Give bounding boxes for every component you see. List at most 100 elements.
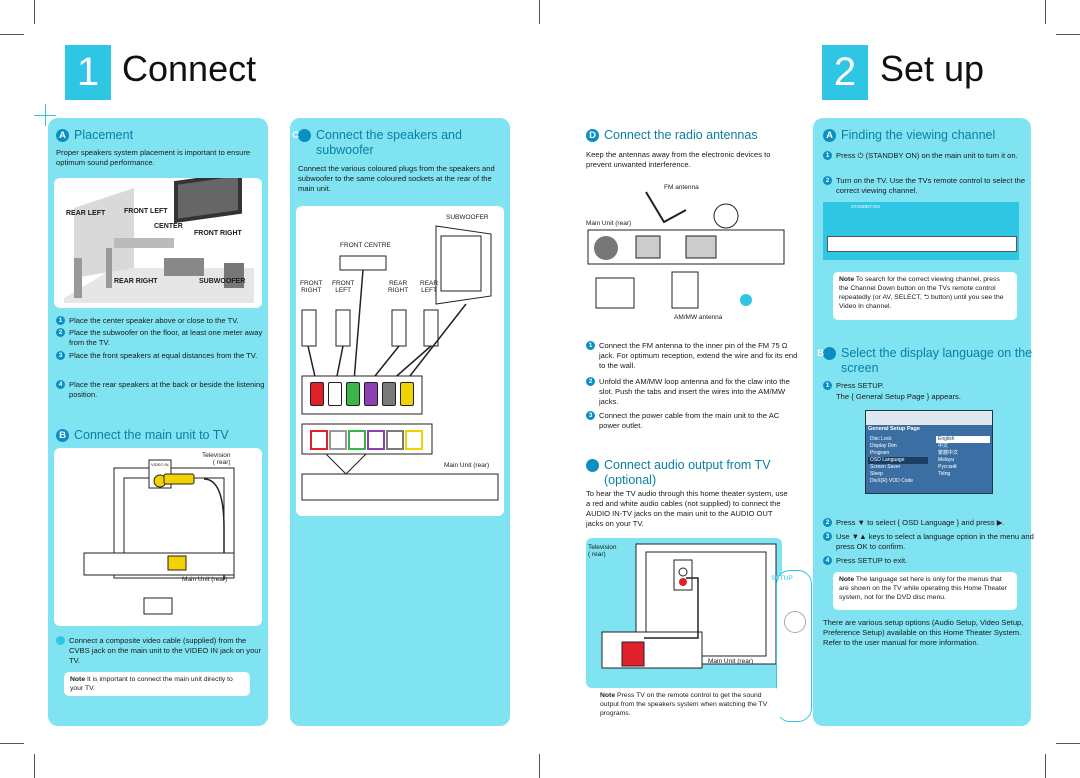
speaker-plug — [310, 382, 324, 406]
section-number-box: 1 — [65, 45, 111, 100]
placement-intro: Proper speakers system placement is impo… — [56, 148, 251, 167]
remote-control-illustration: SETUP — [771, 570, 812, 722]
main-unit-label: Main Unit (rear) — [444, 462, 490, 469]
speaker-plug — [364, 382, 378, 406]
speaker-socket — [386, 430, 404, 450]
menu-item[interactable]: Sleep — [870, 471, 883, 477]
tv-label: Television ( rear) — [202, 452, 231, 466]
tv-connection-diagram: Television ( rear) VIDEO IN Main Unit (r… — [54, 448, 262, 626]
menu-item[interactable]: Program — [870, 450, 890, 456]
tv-label: Television ( rear) — [588, 544, 617, 558]
menu-item[interactable]: DivX(R) VOD Code — [870, 478, 914, 484]
section-badge: A — [56, 129, 69, 143]
main-unit-label: Main Unit (rear) — [708, 658, 754, 665]
menu-item[interactable]: Screen Saver — [870, 464, 901, 470]
room-illustration: REAR LEFT FRONT LEFT CENTER FRONT RIGHT … — [54, 171, 262, 308]
note-box: Note To search for the correct viewing c… — [833, 272, 1017, 320]
placement-title: Placement — [74, 128, 134, 142]
note-box: Note The language set here is only for t… — [833, 572, 1017, 610]
speaker-plug — [382, 382, 396, 406]
room-label: FRONT LEFT — [124, 208, 168, 215]
speaker-socket — [405, 430, 423, 450]
speaker-socket — [329, 430, 347, 450]
speaker-label: FRONT LEFT — [332, 280, 355, 294]
menu-item[interactable]: OSD Language — [868, 457, 928, 464]
menu-title: General Setup Page — [868, 426, 920, 432]
section-number-box: 2 — [822, 45, 868, 100]
speakers-intro: Connect the various coloured plugs from … — [298, 164, 495, 193]
subwoofer-label: SUBWOOFER — [446, 214, 489, 221]
speakers-diagram: SUBWOOFER FRONT CENTRE FRONT RIGHT FRONT… — [296, 206, 504, 516]
section-badge: B — [817, 347, 836, 361]
speaker-label: FRONT RIGHT — [300, 280, 323, 294]
speaker-label: REAR LEFT — [420, 280, 439, 294]
menu-option[interactable]: Tiếng — [938, 471, 951, 477]
plug-row — [310, 382, 420, 406]
note-box: Note It is important to connect the main… — [64, 672, 250, 696]
room-label: REAR LEFT — [66, 210, 106, 217]
room-drawing — [64, 171, 254, 303]
speakers-drawing — [301, 225, 499, 501]
setup-footer: There are various setup options (Audio S… — [823, 618, 1024, 647]
menu-option[interactable]: Русский — [938, 464, 957, 470]
speaker-socket — [310, 430, 328, 450]
unit-front-panel — [827, 236, 1017, 252]
speaker-plug — [400, 382, 414, 406]
speaker-socket — [367, 430, 385, 450]
menu-option[interactable]: Melayu — [938, 457, 955, 463]
speaker-label: REAR RIGHT — [388, 280, 409, 294]
room-label: FRONT RIGHT — [194, 230, 242, 237]
language-step-sub: The { General Setup Page } appears. — [836, 392, 961, 401]
section-heading: A Placement — [56, 128, 133, 143]
menu-option[interactable]: English — [936, 436, 990, 443]
note-box: Note Press TV on the remote control to g… — [594, 688, 780, 724]
room-label: SUBWOOFER — [199, 278, 246, 285]
main-unit-label: Main Unit (rear) — [586, 220, 632, 227]
audio-intro: To hear the TV audio through this home t… — [586, 489, 788, 528]
nav-pad-icon — [784, 611, 806, 633]
menu-item[interactable]: Disc Lock — [870, 436, 892, 442]
menu-option[interactable]: 中文 — [938, 443, 949, 449]
socket-row — [310, 430, 430, 450]
page-title: Set up — [880, 48, 985, 89]
menu-toolbar — [866, 411, 992, 425]
audio-drawing — [601, 543, 777, 669]
menu-item[interactable]: Display Dim — [870, 443, 897, 449]
section-badge: D — [586, 129, 599, 143]
section-badge: A — [823, 129, 836, 143]
audio-diagram: Television ( rear) Main Unit (rear) — [586, 538, 782, 688]
speaker-socket — [348, 430, 366, 450]
room-label: REAR RIGHT — [114, 278, 158, 285]
room-label: CENTER — [154, 223, 183, 230]
menu-option[interactable]: 繁體中文 — [938, 450, 959, 456]
speaker-plug — [346, 382, 360, 406]
tv-rear-drawing — [83, 459, 235, 615]
video-in-label: VIDEO IN — [151, 462, 169, 467]
main-unit-label: Main Unit (rear) — [182, 576, 228, 583]
am-antenna-label: AM/MW antenna — [674, 314, 723, 321]
radio-diagram: FM antenna Main Unit (rear) AM/MW antenn… — [586, 182, 786, 324]
section-badge: C — [292, 129, 311, 143]
main-unit-front: STANDBY-ON — [823, 202, 1019, 260]
placement-panel: A Placement Proper speakers system placem… — [48, 118, 268, 726]
